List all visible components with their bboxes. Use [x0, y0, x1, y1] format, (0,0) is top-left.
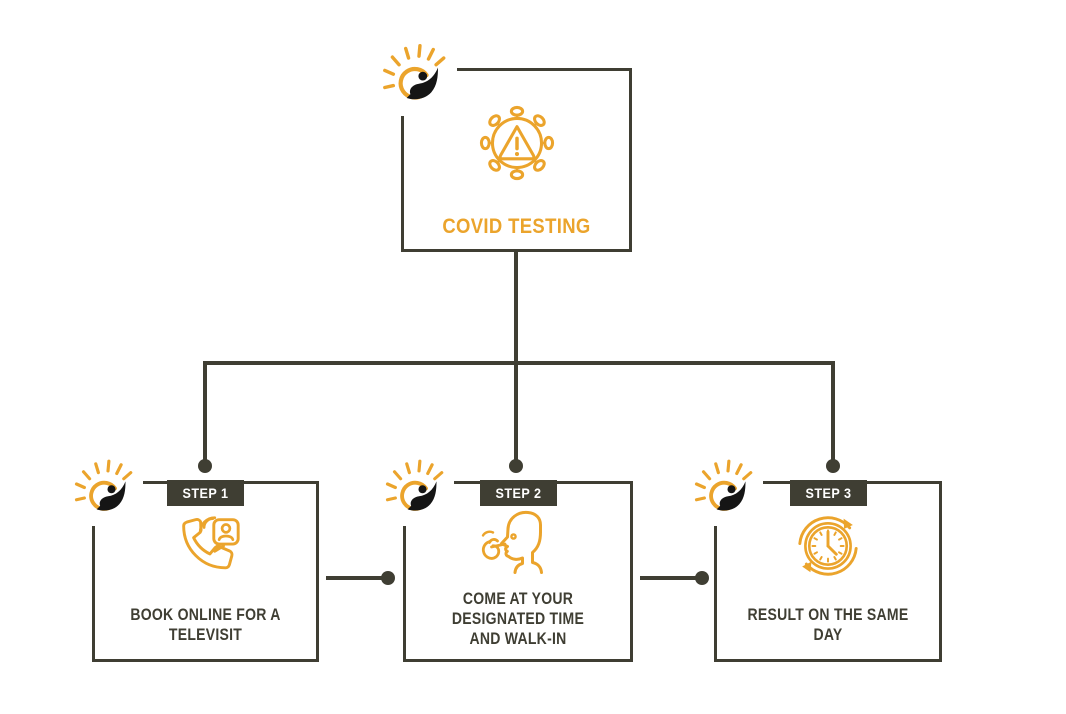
connector-root-vertical: [514, 252, 518, 363]
step-3-caption: RESULT ON THE SAME DAY: [734, 605, 923, 645]
televisit-phone-icon: [181, 516, 240, 570]
caption-line: COME AT YOUR: [462, 589, 574, 608]
sun-person-logo: [693, 456, 763, 526]
step-3-badge-label: STEP 3: [805, 485, 852, 501]
step-3-card: RESULT ON THE SAME DAY: [714, 481, 942, 662]
sun-person-logo-icon: [694, 459, 753, 511]
connector-step2-step3-dot: [695, 571, 709, 585]
connector-step1-dot: [198, 459, 212, 473]
connector-step1-drop: [203, 363, 207, 462]
step-1-badge-label: STEP 1: [182, 485, 229, 501]
sun-person-logo: [384, 456, 454, 526]
sun-person-logo-icon: [383, 43, 446, 100]
sun-person-logo-icon: [74, 459, 133, 511]
sun-person-logo-icon: [385, 459, 444, 511]
caption-line: DESIGNATED TIME: [451, 609, 585, 628]
covid-testing-card: COVID TESTING: [401, 68, 632, 252]
connector-step3-drop: [831, 363, 835, 462]
caption-line: AND WALK-IN: [469, 629, 567, 648]
step-3-badge: STEP 3: [790, 480, 867, 506]
step-1-card: BOOK ONLINE FOR A TELEVISIT: [92, 481, 319, 662]
sun-person-logo: [73, 456, 143, 526]
connector-step1-step2-dot: [381, 571, 395, 585]
sun-person-logo: [381, 40, 457, 116]
step-2-badge: STEP 2: [480, 480, 557, 506]
caption-line: TELEVISIT: [168, 625, 243, 644]
connector-step2-step3-line: [640, 576, 696, 580]
caption-line: BOOK ONLINE FOR A: [130, 605, 281, 624]
step-2-badge-label: STEP 2: [495, 485, 542, 501]
connector-step3-dot: [826, 459, 840, 473]
same-day-clock-icon: [798, 516, 858, 576]
nasal-swab-test-icon: [481, 510, 543, 574]
connector-branch-horizontal: [203, 361, 835, 365]
step-1-caption: BOOK ONLINE FOR A TELEVISIT: [112, 605, 300, 645]
coronavirus-warning-icon: [479, 105, 554, 181]
connector-step1-step2-line: [326, 576, 382, 580]
connector-step2-dot: [509, 459, 523, 473]
covid-testing-title: COVID TESTING: [442, 215, 591, 238]
step-2-caption: COME AT YOUR DESIGNATED TIME AND WALK-IN: [423, 589, 613, 649]
step-1-badge: STEP 1: [167, 480, 244, 506]
connector-step2-drop: [514, 363, 518, 462]
caption-line: RESULT ON THE SAME DAY: [747, 605, 909, 644]
